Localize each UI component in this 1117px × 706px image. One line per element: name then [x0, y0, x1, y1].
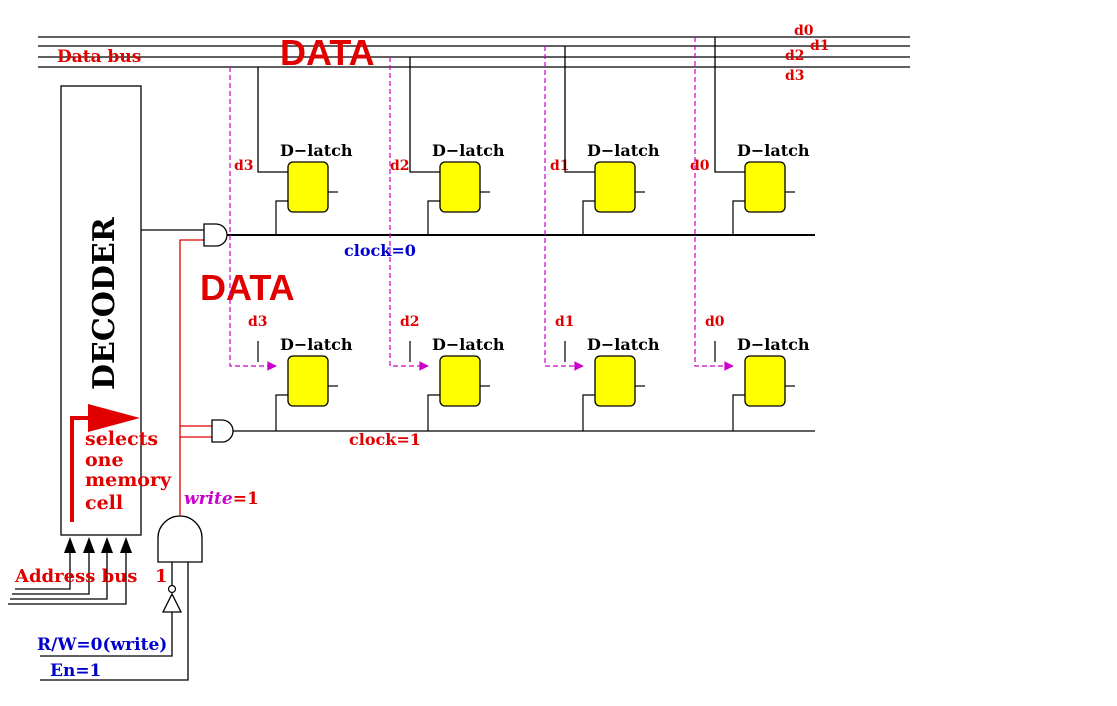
bus-tap-d3 [257, 67, 288, 173]
latch-r0-d1 [594, 161, 636, 213]
control-wires [40, 562, 189, 681]
latch-r1-d0 [744, 355, 786, 407]
address-bus-label: Address bus [14, 566, 137, 587]
selects-line-4: cell [85, 492, 123, 514]
decoder-box [60, 85, 142, 536]
data-bus-lines [38, 36, 910, 68]
bit-label-r1-d3: d3 [248, 314, 268, 330]
bus-tap-d2 [409, 57, 440, 173]
bus-line-label-d1: d1 [810, 38, 830, 54]
data-line-d1 [544, 46, 584, 371]
data-line-d3 [229, 67, 277, 371]
inverter-gate [161, 592, 183, 613]
selects-line-2: one [85, 449, 124, 471]
bus-line-label-d0: d0 [794, 23, 814, 39]
clock0-label: clock=0 [344, 241, 416, 260]
bit-label-r0-d2: d2 [390, 158, 410, 174]
latch-title-r1-d3: D−latch [280, 335, 353, 354]
latch-title-r1-d1: D−latch [587, 335, 660, 354]
latch-r0-d0 [744, 161, 786, 213]
bit-label-r1-d1: d1 [555, 314, 575, 330]
address-bus-arrows [64, 537, 132, 553]
latch-r1-d1 [594, 355, 636, 407]
inverter-bubble [167, 584, 177, 594]
selects-line-1: selects [85, 428, 158, 450]
latch-r0-d3 [287, 161, 329, 213]
latch-clock-wire-r0-d2 [427, 200, 440, 235]
latch-title-r1-d0: D−latch [737, 335, 810, 354]
decoder-label: DECODER [87, 216, 122, 390]
data-line-d2 [389, 57, 429, 371]
write-signal-wires [179, 239, 212, 516]
latch-clock-wire-r1-d3 [275, 394, 288, 431]
latch-r1-d3 [287, 355, 329, 407]
address-bus [8, 552, 127, 605]
data-bus-label: Data bus [57, 47, 141, 67]
write-word: write [184, 489, 233, 509]
address-bus-one: 1 [155, 566, 168, 587]
write-value: =1 [233, 489, 259, 509]
bit-label-r0-d0: d0 [690, 158, 710, 174]
latch-clock-wire-r0-d0 [732, 200, 745, 235]
write-and-gate [157, 515, 203, 563]
latch-r1-d2 [439, 355, 481, 407]
clock1-label: clock=1 [349, 430, 421, 449]
latch-title-r1-d2: D−latch [432, 335, 505, 354]
row1-and-gate [211, 419, 234, 443]
data-line-d0 [694, 37, 734, 371]
bus-line-label-d2: d2 [785, 48, 805, 64]
latch-clock-wire-r0-d3 [275, 200, 288, 235]
latch-clock-wire-r0-d1 [582, 200, 595, 235]
bit-label-r0-d3: d3 [234, 158, 254, 174]
bus-tap-d0 [714, 37, 745, 173]
data-title-top: DATA [280, 32, 375, 73]
bit-label-r1-d2: d2 [400, 314, 420, 330]
latch-clock-wire-r1-d1 [582, 394, 595, 431]
bus-tap-d1 [564, 46, 595, 173]
selects-line-3: memory [85, 469, 172, 491]
latch-title-r0-d2: D−latch [432, 141, 505, 160]
latch-title-r0-d1: D−latch [587, 141, 660, 160]
data-title-mid: DATA [200, 267, 295, 308]
row0-and-gate [203, 223, 228, 247]
latch-array: D−latchd3D−latchd3D−latchd2D−latchd2D−la… [229, 37, 810, 431]
latch-r0-d2 [439, 161, 481, 213]
select-arrow [70, 404, 140, 522]
bus-line-label-d3: d3 [785, 68, 805, 84]
latch-title-r0-d0: D−latch [737, 141, 810, 160]
en-label: En=1 [50, 661, 101, 681]
latch-title-r0-d3: D−latch [280, 141, 353, 160]
bit-label-r1-d0: d0 [705, 314, 725, 330]
rw-label: R/W=0(write) [37, 635, 167, 655]
write-signal-label: write=1 [184, 489, 259, 509]
latch-clock-wire-r1-d2 [427, 394, 440, 431]
latch-clock-wire-r1-d0 [732, 394, 745, 431]
